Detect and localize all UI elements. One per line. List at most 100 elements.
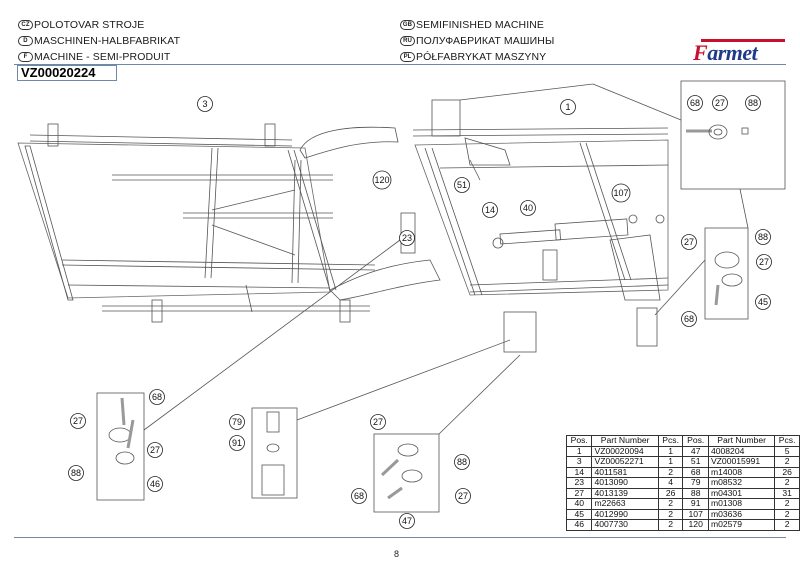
callout-circle [681, 311, 697, 327]
cell-part-number: 4007730 [591, 519, 659, 531]
callout-79: 79 [229, 414, 245, 430]
callout-label: 3 [202, 99, 207, 109]
title-text: POLOTOVAR STROJE [34, 19, 145, 31]
callout-circle [70, 413, 86, 429]
callout-51: 51 [454, 177, 470, 193]
callout-circle [147, 476, 163, 492]
callout-label: 27 [458, 491, 468, 501]
callout-label: 107 [613, 188, 628, 198]
title-cz: CZ POLOTOVAR STROJE [18, 19, 144, 31]
cell-part-number: 4013139 [591, 487, 659, 499]
callout-14: 14 [482, 202, 498, 218]
cell-pos: 14 [565, 466, 593, 478]
title-ru: RU ПОЛУФАБРИКАТ МАШИНЫ [400, 35, 554, 47]
callout-label: 27 [759, 257, 769, 267]
title-gb: GB SEMIFINISHED MACHINE [400, 19, 544, 31]
detail-box-small-right [636, 307, 658, 347]
cell-pcs: 26 [774, 466, 800, 478]
callout-47: 47 [399, 513, 415, 529]
title-text: SEMIFINISHED MACHINE [416, 19, 545, 31]
detail-boxes [96, 80, 786, 513]
callout-40: 40 [520, 200, 536, 216]
cell-part-number: m01308 [707, 498, 776, 510]
column-header-part-number: Part Number [591, 435, 659, 447]
callout-88: 88 [68, 465, 84, 481]
callout-circle [229, 435, 245, 451]
callout-circle [755, 294, 771, 310]
callout-circle [454, 454, 470, 470]
cell-part-number: 4013090 [591, 477, 659, 489]
cell-pos: 27 [565, 487, 593, 499]
language-badge-icon: PL [400, 52, 415, 62]
cell-pcs: 1 [657, 445, 684, 457]
callout-circle [455, 488, 471, 504]
callout-label: 88 [758, 232, 768, 242]
callout-68: 68 [149, 389, 165, 405]
title-text: ПОЛУФАБРИКАТ МАШИНЫ [416, 35, 555, 47]
language-badge-icon: RU [400, 36, 415, 46]
detail-box-bottom-center [251, 407, 298, 499]
footer-divider [14, 537, 786, 538]
title-text: PÓŁFABRYKAT MASZYNY [416, 51, 547, 63]
detail-box-right [704, 227, 749, 320]
callout-68: 68 [351, 488, 367, 504]
frame-left-drawing [17, 123, 441, 323]
cell-pcs: 2 [774, 456, 800, 468]
frame-right-drawing [412, 127, 669, 301]
title-pl: PL PÓŁFABRYKAT MASZYNY [400, 51, 546, 63]
language-badge-icon: CZ [18, 20, 33, 30]
callout-88: 88 [454, 454, 470, 470]
callout-circle [611, 183, 631, 203]
callout-label: 68 [354, 491, 364, 501]
callout-label: 68 [684, 314, 694, 324]
cell-pcs: 4 [657, 477, 684, 489]
callout-46: 46 [147, 476, 163, 492]
callout-88: 88 [745, 95, 761, 111]
callout-1: 1 [560, 99, 576, 115]
assembly-code: VZ00020224 [17, 65, 117, 81]
cell-part-number: VZ00015991 [707, 456, 776, 468]
detail-box-bottom-left [96, 392, 145, 501]
callout-27: 27 [681, 234, 697, 250]
cell-pcs: 2 [657, 466, 684, 478]
callout-circle [520, 200, 536, 216]
cell-pcs: 2 [657, 508, 684, 520]
callout-27: 27 [756, 254, 772, 270]
callout-27: 27 [147, 442, 163, 458]
cell-pcs: 2 [774, 498, 800, 510]
title-text: MASCHINEN-HALBFABRIKAT [34, 35, 181, 47]
cell-pos: 51 [682, 456, 709, 468]
column-header-part-number: Part Number [707, 435, 776, 447]
callout-120: 120 [372, 170, 392, 190]
column-header-pcs: Pcs. [774, 435, 800, 447]
callout-circle [687, 95, 703, 111]
callout-label: 120 [374, 175, 389, 185]
header-divider [14, 64, 786, 65]
callout-27: 27 [70, 413, 86, 429]
cell-pos: 91 [682, 498, 709, 510]
logo-wordmark: Farmet [693, 40, 758, 65]
cell-part-number: m03636 [707, 508, 776, 520]
cell-part-number: 4011581 [591, 466, 659, 478]
callout-91: 91 [229, 435, 245, 451]
callout-label: 88 [71, 468, 81, 478]
callout-27: 27 [455, 488, 471, 504]
cell-part-number: VZ00052271 [591, 456, 659, 468]
cell-pos: 40 [565, 498, 593, 510]
callout-circle [745, 95, 761, 111]
detail-box-top-right [680, 80, 786, 190]
callout-circle [399, 513, 415, 529]
cell-pos: 45 [565, 508, 593, 520]
logo-bar [701, 39, 785, 42]
cell-pos: 46 [565, 519, 593, 531]
callout-circle [399, 230, 415, 246]
callout-circle [560, 99, 576, 115]
cell-part-number: m02579 [707, 519, 776, 531]
